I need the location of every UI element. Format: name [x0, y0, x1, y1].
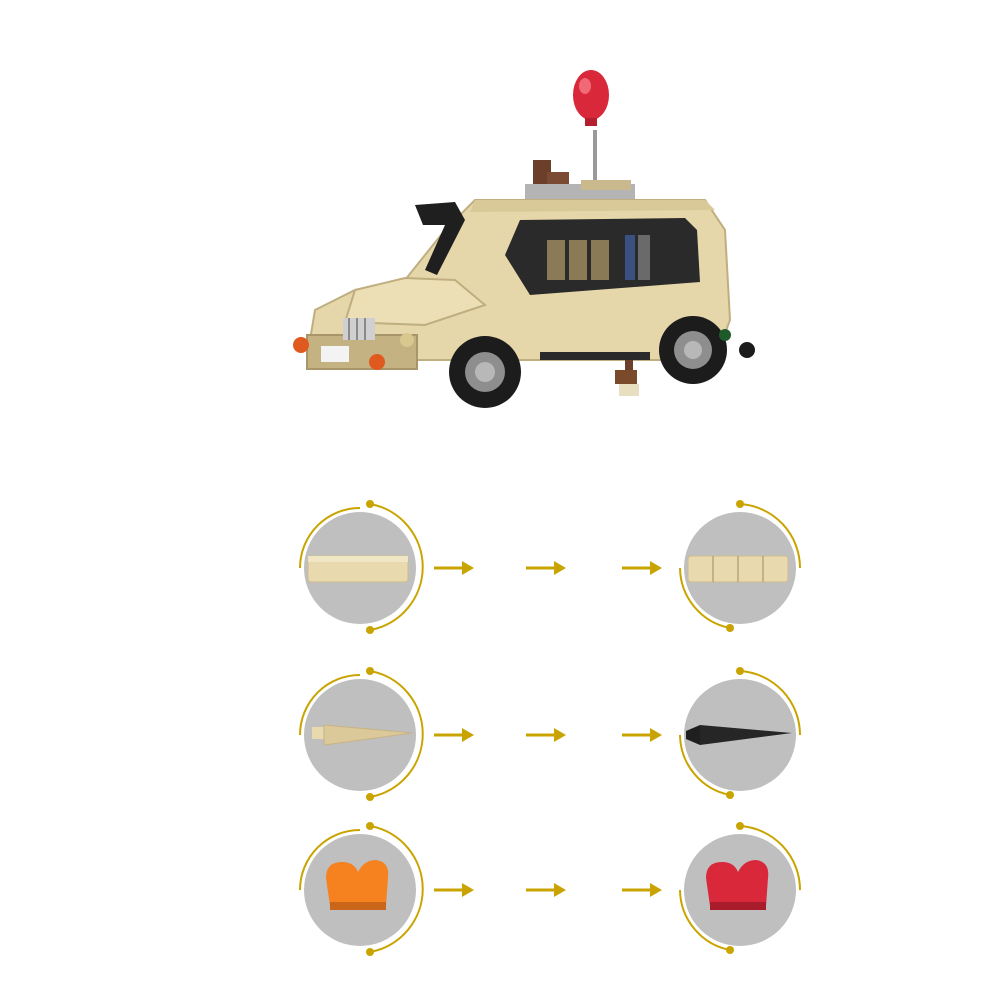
arrow-right-icon — [432, 725, 476, 745]
tan-tile-1x1-set-icon — [679, 500, 802, 632]
red-heart-tile-icon — [679, 822, 802, 954]
black-spike-cone-icon — [679, 667, 802, 799]
ground-accessory — [615, 360, 639, 396]
headlight-right — [369, 354, 385, 370]
van-illustration — [293, 70, 755, 408]
tan-tile-1x4-icon — [299, 500, 424, 634]
conversion-row — [290, 820, 810, 960]
balloon — [573, 70, 609, 182]
rear-wheel — [659, 316, 727, 384]
arrow-right-icon — [620, 558, 664, 578]
headlight-left — [293, 337, 309, 353]
arrow-right-icon — [432, 880, 476, 900]
conversion-row — [290, 665, 810, 805]
orange-heart-tile-icon — [299, 822, 424, 956]
part-before — [290, 820, 430, 960]
part-after — [670, 820, 810, 960]
arrow-right-icon — [620, 725, 664, 745]
arrow-right-icon — [620, 880, 664, 900]
arrow-right-icon — [432, 558, 476, 578]
conversion-row — [290, 498, 810, 638]
tan-spike-cone-icon — [299, 667, 424, 801]
part-before — [290, 665, 430, 805]
front-wheel — [449, 336, 521, 408]
side-stripe — [540, 352, 650, 360]
roof-brown-brick — [533, 160, 551, 188]
open-door — [415, 202, 465, 275]
part-after — [670, 498, 810, 638]
arrow-right-icon — [524, 880, 568, 900]
part-after — [670, 665, 810, 805]
product-image — [285, 60, 765, 420]
arrow-right-icon — [524, 725, 568, 745]
arrow-right-icon — [524, 558, 568, 578]
part-before — [290, 498, 430, 638]
